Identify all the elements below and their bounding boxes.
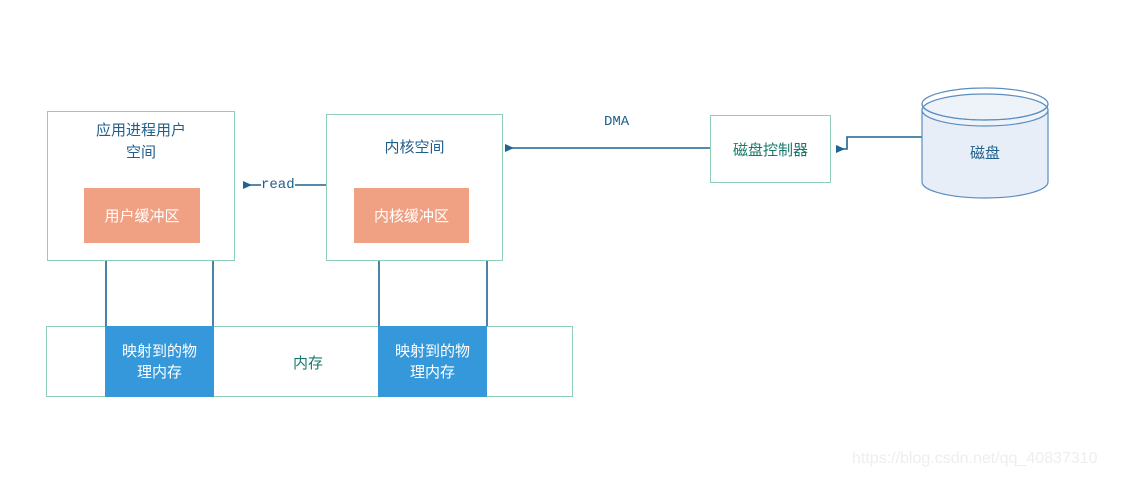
disk-controller-box: 磁盘控制器 [710, 115, 831, 183]
watermark: https://blog.csdn.net/qq_40837310 [852, 450, 1098, 467]
disk-cylinder-shape [921, 87, 1049, 199]
edge-disk-to-controller [836, 136, 922, 153]
read-edge-label: read [261, 177, 295, 193]
memory-label: 内存 [292, 355, 323, 372]
kernel-space-title: 内核空间 [384, 139, 445, 156]
user-space-title: 应用进程用户 空间 [95, 122, 186, 161]
kernel-buffer-box: 内核缓冲区 [354, 188, 469, 243]
mapped-memory-block-right: 映射到的物 理内存 [378, 326, 487, 397]
mapped-memory-block-left: 映射到的物 理内存 [105, 326, 214, 397]
dma-edge-label: DMA [604, 114, 630, 130]
user-buffer-box: 用户缓冲区 [84, 188, 200, 243]
disk-label: 磁盘 [969, 145, 1000, 162]
